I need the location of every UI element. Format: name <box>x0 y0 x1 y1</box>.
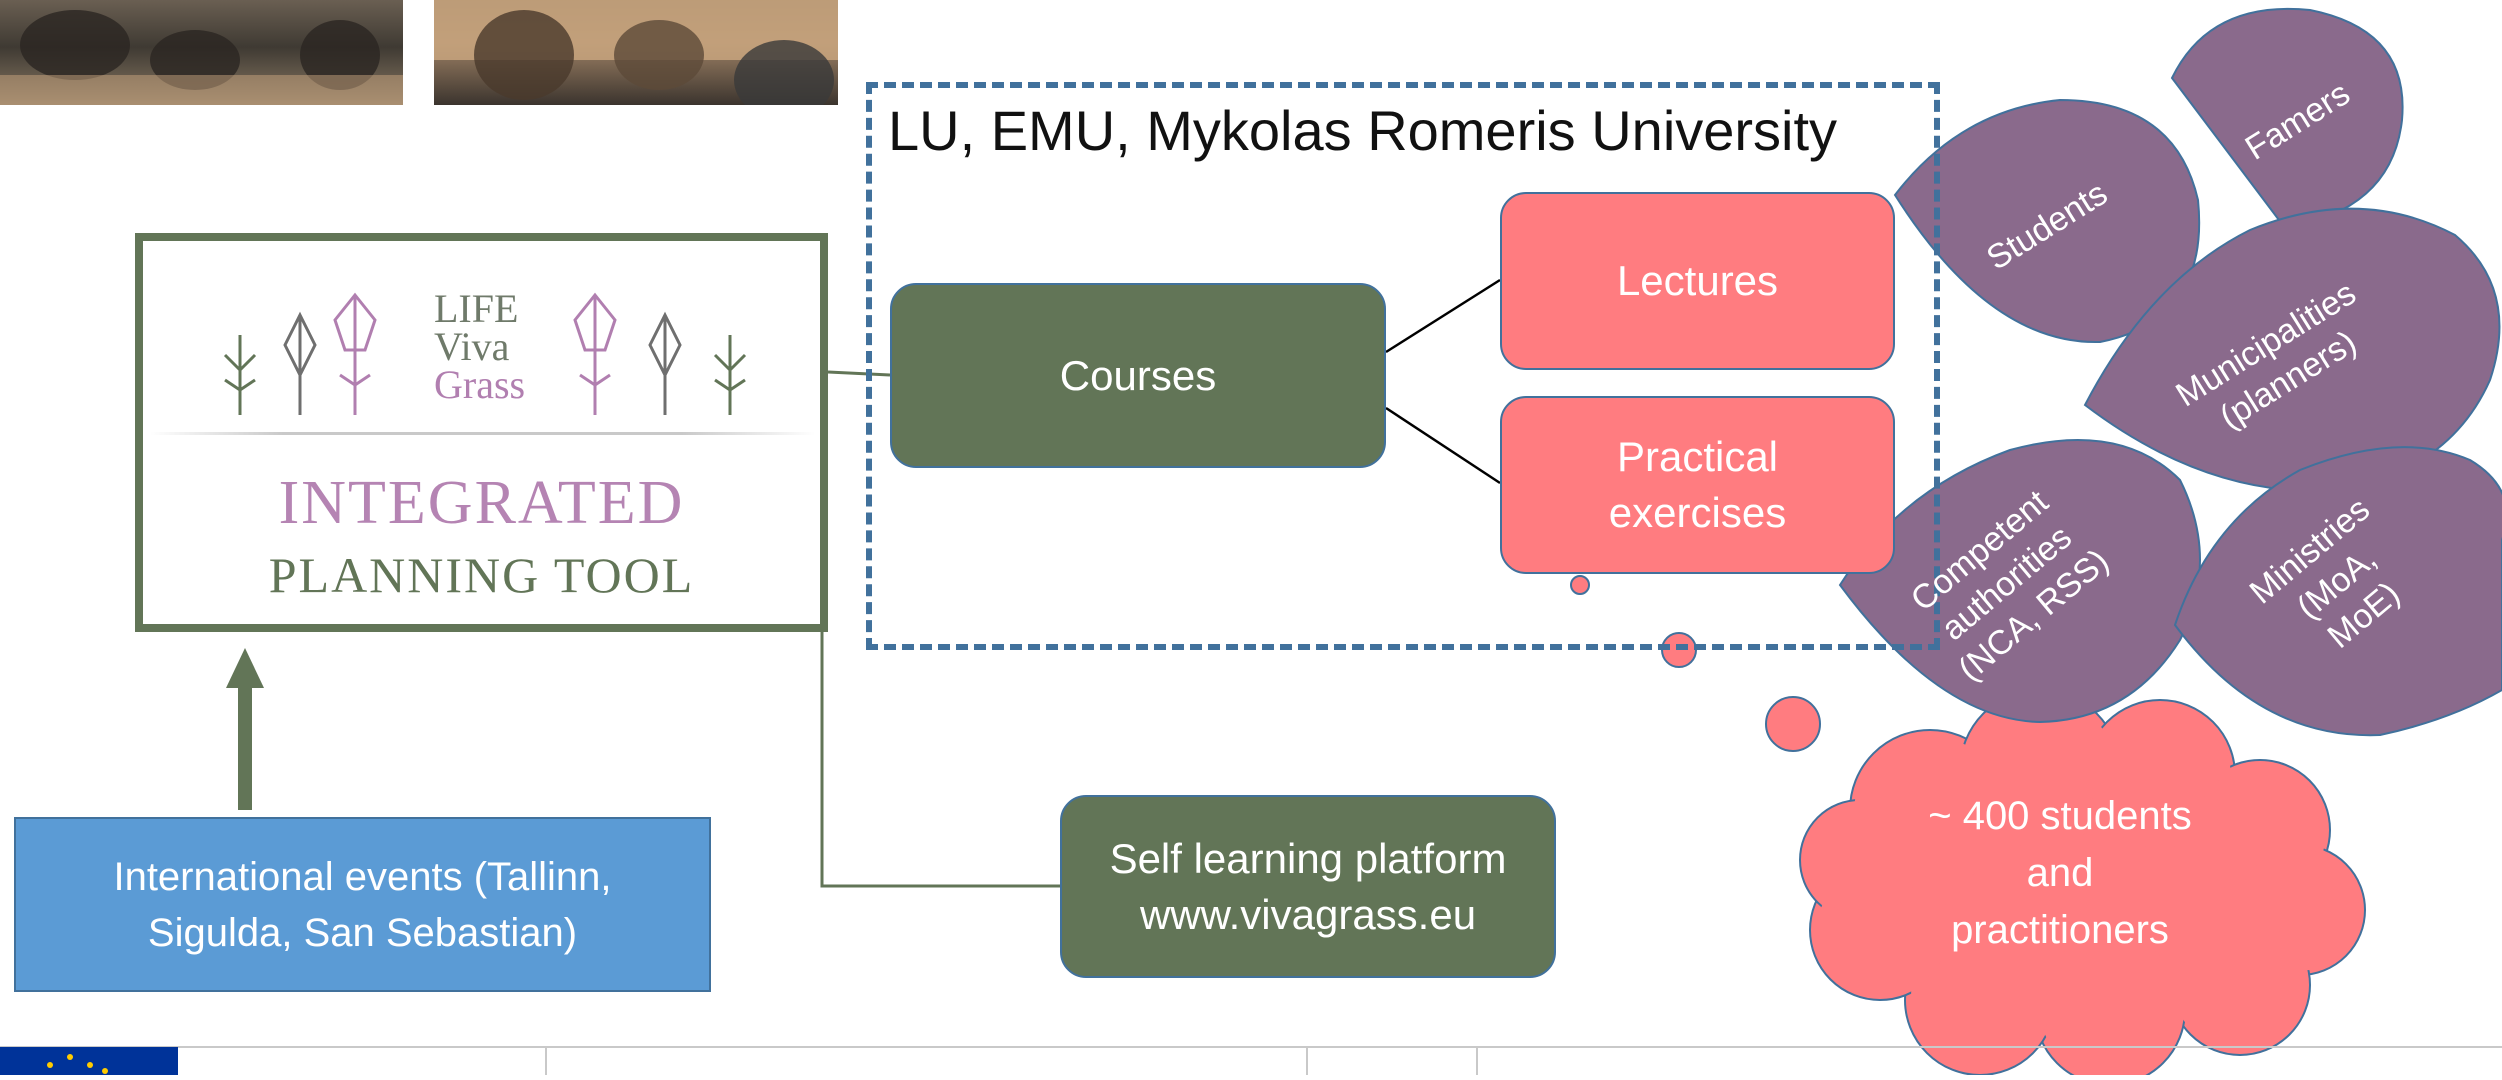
event-photo-2 <box>434 0 838 105</box>
self-learning-label-line1: Self learning platform <box>1109 834 1507 882</box>
cloud-line1: ~ 400 students <box>1928 794 2192 838</box>
self-learning-label-line2: www.vivagrass.eu <box>1139 890 1477 938</box>
cloud-line3: practitioners <box>1951 908 2169 952</box>
tool-title-planning: PLANNING TOOL <box>268 547 695 603</box>
practical-label-line1: Practical <box>1616 433 1779 480</box>
international-label-line2: Sigulda, San Sebastian) <box>147 910 578 955</box>
eu-stars-icon <box>47 1054 108 1074</box>
footer-divider <box>0 1046 2502 1048</box>
logo-life-text: LIFE <box>434 286 519 331</box>
practical-exercises-node: Practical exercises <box>1500 396 1895 574</box>
footer-separator-1 <box>545 1046 547 1075</box>
courses-label: Courses <box>1059 351 1217 399</box>
plant-icons <box>223 292 747 415</box>
cloud-line2: and <box>2026 851 2094 895</box>
footer-separator-2 <box>1306 1046 1308 1075</box>
life-viva-grass-wordmark: LIFE Viva Grass <box>434 286 554 407</box>
university-group-box <box>866 82 1940 650</box>
lectures-label: Lectures <box>1616 257 1779 304</box>
courses-node: Courses <box>890 283 1386 468</box>
event-photo-1 <box>0 0 403 105</box>
eu-flag-logo <box>0 1047 178 1075</box>
logo-divider <box>150 432 815 435</box>
participants-cloud: ~ 400 students and practitioners <box>1830 788 2290 959</box>
tool-title-integrated: INTEGRATED <box>278 469 685 537</box>
logo-grass-text: Grass <box>434 362 526 407</box>
university-group-title: LU, EMU, Mykolas Romeris University <box>888 99 1838 162</box>
practical-label-line2: exercises <box>1608 489 1787 536</box>
international-events-node: International events (Tallinn, Sigulda, … <box>14 817 711 992</box>
footer-separator-3 <box>1476 1046 1478 1075</box>
international-label-line1: International events (Tallinn, <box>113 854 612 899</box>
logo-viva-text: Viva <box>434 324 510 369</box>
self-learning-node: Self learning platform www.vivagrass.eu <box>1060 795 1556 978</box>
lectures-node: Lectures <box>1500 192 1895 370</box>
